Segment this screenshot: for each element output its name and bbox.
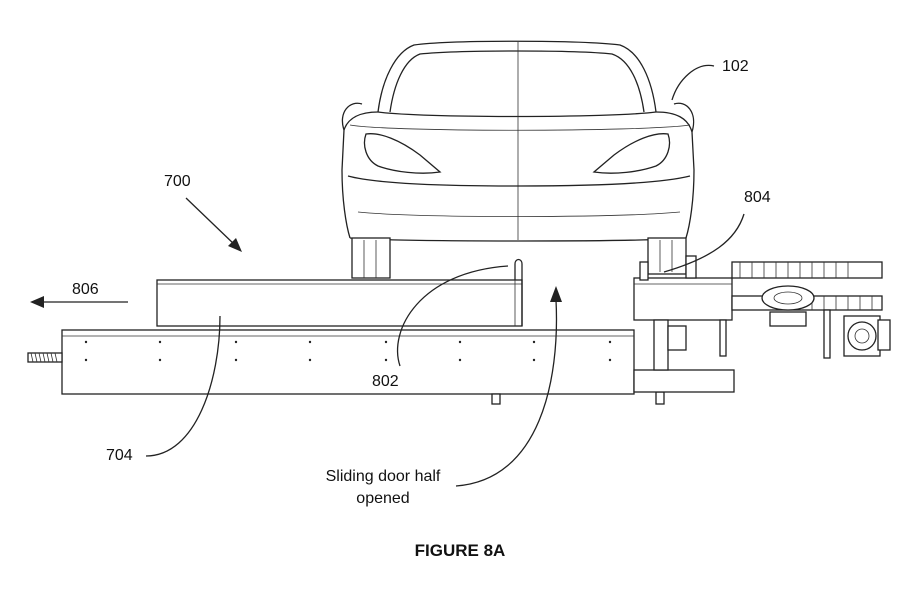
vehicle-102 <box>341 40 695 279</box>
sliding-door-annotation: Sliding door half opened <box>318 466 448 510</box>
label-700: 700 <box>164 173 191 190</box>
label-704: 704 <box>106 447 133 464</box>
leader-lines <box>30 64 745 487</box>
base-housing <box>27 329 735 405</box>
label-806: 806 <box>72 281 99 298</box>
annotation-line-1: Sliding door half <box>325 468 441 485</box>
annotation-line-2: opened <box>356 490 410 507</box>
drive-mechanism-804 <box>633 255 891 371</box>
label-802: 802 <box>372 373 399 390</box>
label-102: 102 <box>722 58 749 75</box>
figure-caption: FIGURE 8A <box>414 541 506 560</box>
label-804: 804 <box>744 189 771 206</box>
sliding-door-704 <box>156 258 523 327</box>
